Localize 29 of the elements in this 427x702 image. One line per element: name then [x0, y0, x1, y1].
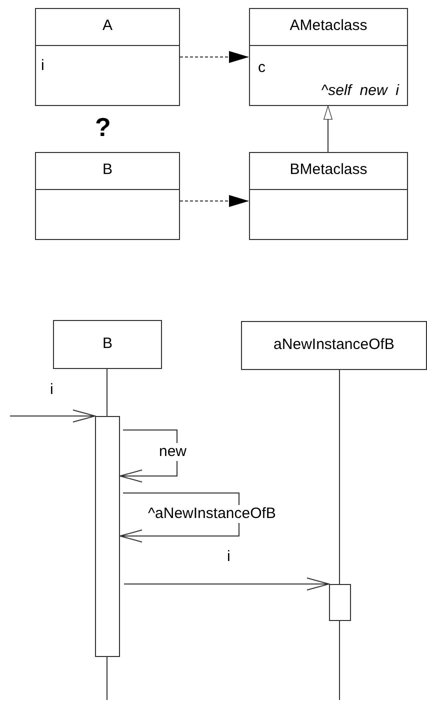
class-box: [249, 8, 408, 106]
message-label: ^aNewInstanceOfB: [147, 505, 277, 523]
activation-bar: [95, 416, 120, 657]
class-name: B: [102, 161, 112, 179]
message-arrow: [120, 430, 178, 482]
dependency-arrow: [180, 195, 250, 207]
message-arrow: [10, 410, 96, 422]
generalization-arrow: [324, 106, 332, 152]
lifeline-name: aNewInstanceOfB: [274, 336, 394, 354]
activation-bar: [329, 584, 351, 621]
question-mark-note: ?: [95, 112, 111, 142]
class-box: [35, 8, 180, 106]
class-box: [35, 152, 180, 240]
class-name: A: [102, 17, 112, 35]
message-label: new: [158, 443, 188, 461]
message-arrow: [120, 492, 240, 542]
message-arrow: [124, 578, 330, 590]
class-box: [249, 152, 408, 240]
attribute-text: i: [41, 57, 44, 75]
class-name: BMetaclass: [290, 161, 368, 179]
attribute-text: c: [258, 59, 266, 77]
lifeline: [106, 368, 108, 416]
lifeline-head-box: [241, 321, 427, 370]
method-text: ^self new i: [321, 82, 399, 100]
lifeline-head-box: [53, 320, 162, 369]
lifeline: [339, 370, 340, 584]
dependency-arrow: [180, 51, 250, 63]
class-name: AMetaclass: [290, 17, 368, 35]
lifeline-name: B: [102, 335, 112, 353]
